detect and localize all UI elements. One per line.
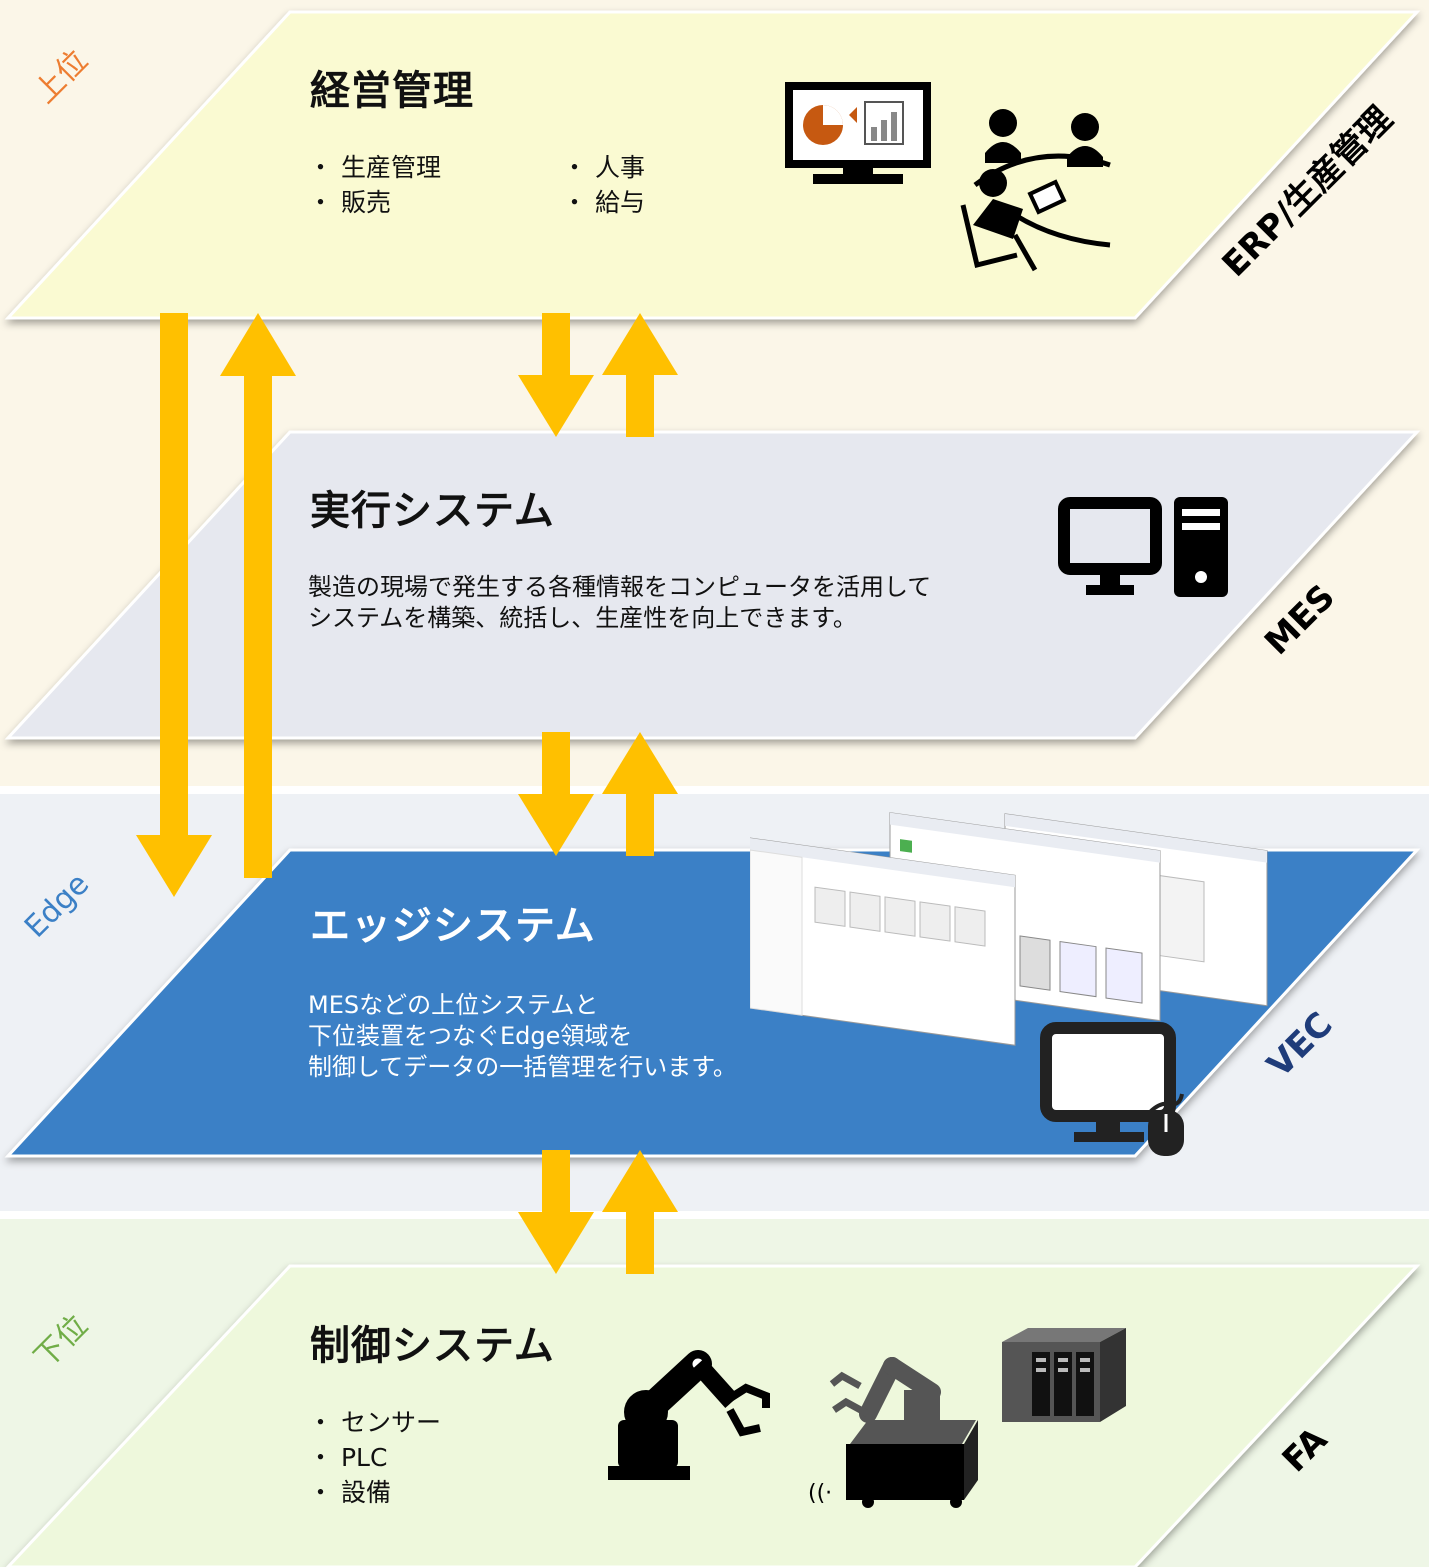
arrow-down-edge-to-control (518, 1150, 594, 1274)
band-divider (0, 786, 1429, 794)
svg-text:((·: ((· (808, 1481, 832, 1506)
arrow-up-edge-to-erp (220, 313, 296, 878)
arrow-down-erp-to-edge (136, 313, 212, 897)
erp-title: 経営管理 (310, 68, 474, 114)
list-item: ・ センサー (308, 1408, 441, 1437)
control-items: ・ センサー ・ PLC ・ 設備 (308, 1405, 441, 1510)
edge-title: エッジシステム (310, 903, 596, 949)
arrow-down-erp-to-mes (518, 313, 594, 437)
edge-description: MESなどの上位システムと 下位装置をつなぐEdge領域を 制御してデータの一括… (308, 991, 737, 1081)
presentation-monitor-icon (785, 82, 931, 184)
arrow-up-control-to-edge (602, 1150, 678, 1274)
mes-description: 製造の現場で発生する各種情報をコンピュータを活用して システムを構築、統括し、生… (308, 573, 932, 632)
list-item: ・ 給与 (562, 188, 645, 217)
mes-title: 実行システム (310, 488, 555, 534)
list-item: ・ 生産管理 (308, 153, 441, 182)
band-divider (0, 1211, 1429, 1219)
list-item: ・ 設備 (308, 1478, 391, 1507)
monitor-mouse-icon (1040, 1022, 1184, 1156)
robot-arm-icon (608, 1350, 770, 1480)
control-title: 制御システム (310, 1323, 555, 1369)
edge-software-screens (750, 812, 1268, 1046)
meeting-people-icon (960, 109, 1111, 272)
arrow-up-mes-to-erp (602, 313, 678, 437)
erp-items-col2: ・ 人事 ・ 給与 (562, 150, 645, 220)
list-item: ・ 販売 (308, 188, 391, 217)
arrow-down-mes-to-edge (518, 732, 594, 856)
desktop-pc-icon (1058, 497, 1228, 597)
list-item: ・ PLC (308, 1443, 388, 1472)
plc-unit-icon (1002, 1328, 1126, 1422)
arrow-up-edge-to-mes (602, 732, 678, 856)
list-item: ・ 人事 (562, 153, 645, 182)
agv-robot-icon: ((· (808, 1357, 978, 1508)
erp-items-col1: ・ 生産管理 ・ 販売 (308, 150, 441, 220)
erp-layer-plane (4, 10, 1421, 320)
